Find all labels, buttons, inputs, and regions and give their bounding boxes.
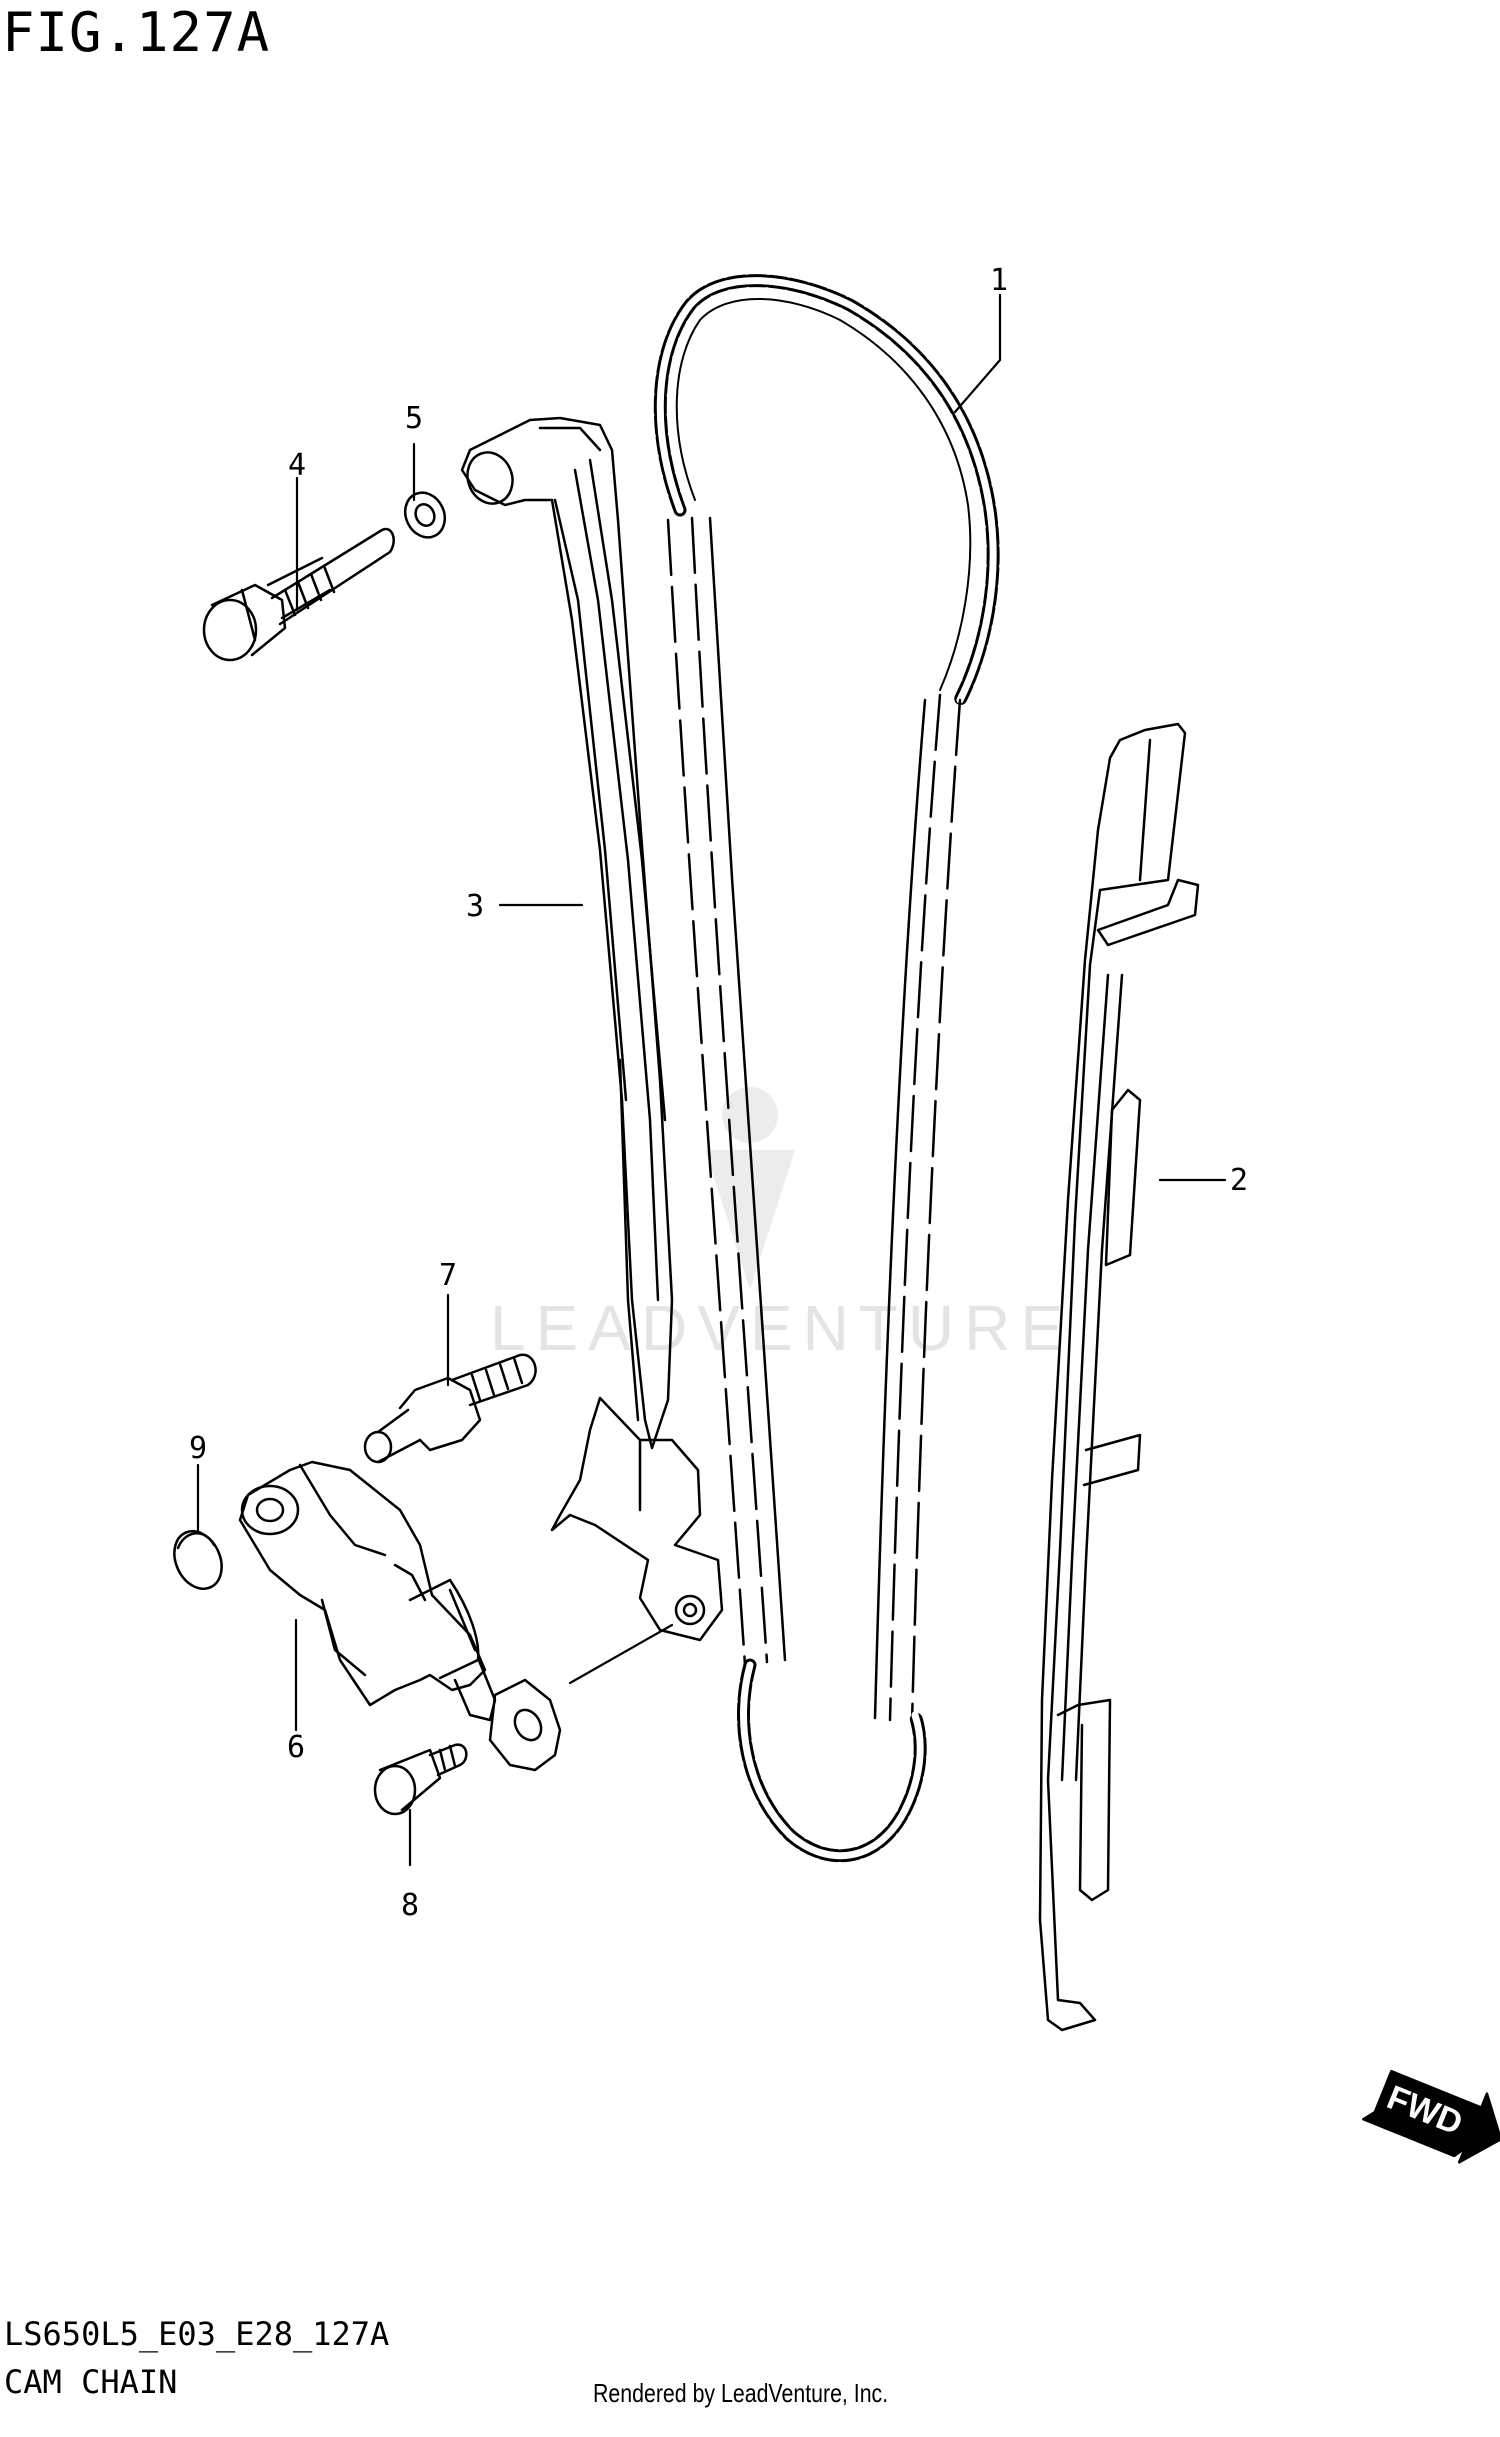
callout-3[interactable]: 3 <box>466 889 484 924</box>
fwd-direction-badge: FWD <box>1362 2069 1500 2164</box>
bolt-long[interactable] <box>202 527 395 662</box>
render-credit: Rendered by LeadVenture, Inc. <box>593 2378 889 2408</box>
callout-6[interactable]: 6 <box>287 1730 305 1765</box>
bolt-short[interactable] <box>373 1743 468 1816</box>
stud-bolt[interactable] <box>363 1353 537 1464</box>
watermark-logo-icon <box>705 1087 795 1290</box>
tensioner-adjuster[interactable] <box>238 1460 562 1772</box>
cam-chain[interactable] <box>653 274 1000 1863</box>
callout-9[interactable]: 9 <box>189 1431 207 1466</box>
callout-8[interactable]: 8 <box>401 1888 419 1923</box>
diagram-id: LS650L5_E03_E28_127A <box>4 2315 390 2353</box>
figure-title: FIG.127A <box>2 1 271 64</box>
callout-1[interactable]: 1 <box>990 263 1008 298</box>
callout-4[interactable]: 4 <box>288 448 306 483</box>
callout-labels: 1 2 3 4 5 6 7 8 9 <box>189 263 1248 1923</box>
circlip[interactable] <box>165 1524 230 1597</box>
washer[interactable] <box>398 486 452 544</box>
front-chain-guide[interactable] <box>1038 722 1200 2032</box>
tensioner-adjuster-arm[interactable] <box>460 416 724 1642</box>
watermark-text: LEADVENTURE <box>490 1292 1073 1364</box>
callout-5[interactable]: 5 <box>405 401 423 436</box>
watermark: LEADVENTURE <box>490 1087 1073 1364</box>
section-name: CAM CHAIN <box>4 2363 178 2401</box>
callout-2[interactable]: 2 <box>1230 1163 1248 1198</box>
callout-7[interactable]: 7 <box>439 1258 457 1293</box>
leader-lines <box>196 293 1227 1867</box>
